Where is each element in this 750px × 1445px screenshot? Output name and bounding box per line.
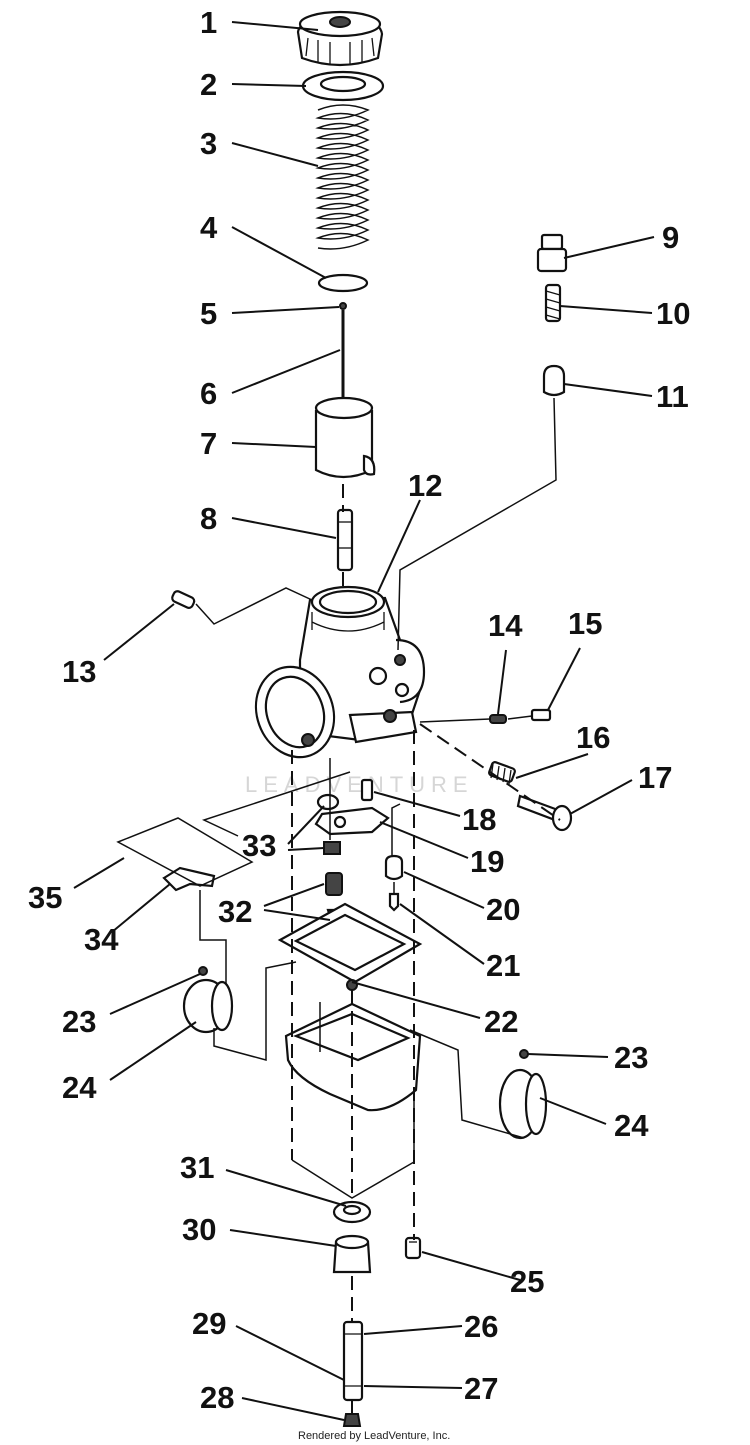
part-jet-plate [314,806,390,836]
part-gasket-sheet [116,817,254,887]
part-pin [171,590,196,609]
credit-text: Rendered by LeadVenture, Inc. [298,1430,450,1442]
callout-20: 20 [486,892,520,927]
part-jet-cap [342,1413,362,1427]
part-cap-left [182,978,234,1034]
part-pilot-jet [384,854,404,881]
part-plate [317,273,369,293]
part-small-spring [544,283,562,323]
part-clip [339,302,347,310]
callout-30: 30 [182,1212,216,1247]
callout-5: 5 [200,296,217,331]
callout-3: 3 [200,126,217,161]
callout-8: 8 [200,501,217,536]
part-pilot-screw [489,714,507,724]
leader-lines [73,21,655,1421]
callout-9: 9 [662,220,679,255]
callout-19: 19 [470,844,504,879]
callout-labels: 1 2 3 4 5 6 7 8 9 10 11 12 13 14 15 16 1… [28,5,690,1415]
callout-27: 27 [464,1371,498,1406]
part-jet-tip [388,892,400,912]
callout-35: 35 [28,880,62,915]
part-carburetor-body [254,585,426,759]
part-cap-right [498,1068,548,1140]
part-bowl-screw [404,1236,422,1260]
callout-1: 1 [200,5,217,40]
callout-13: 13 [62,654,96,689]
part-main-jet [342,1320,364,1402]
part-drain-plug [332,1234,372,1274]
part-o-ring [316,793,341,855]
callout-34: 34 [84,922,119,957]
callout-33: 33 [242,828,276,863]
callout-17: 17 [638,760,672,795]
part-cap [296,10,384,67]
callout-29: 29 [192,1306,226,1341]
callout-28: 28 [200,1380,234,1415]
callout-18: 18 [462,802,496,837]
callout-12: 12 [408,468,442,503]
part-washer [301,70,385,102]
watermark: LEADVENTURE [245,772,474,797]
part-drain-washer [332,1200,372,1224]
callout-24-right: 24 [614,1108,649,1143]
callout-16: 16 [576,720,610,755]
callout-22: 22 [484,1004,518,1039]
callout-4: 4 [200,210,218,245]
callout-7: 7 [200,426,217,461]
callout-11: 11 [656,379,689,414]
assembly-lines [195,397,561,1414]
part-throttle-valve [314,396,376,479]
callout-21: 21 [486,948,520,983]
part-air-screw [530,708,552,722]
callout-26: 26 [464,1309,498,1344]
part-plunger [542,364,566,397]
callout-14: 14 [488,608,523,643]
part-bowl-gasket [277,902,423,991]
callout-15: 15 [568,606,602,641]
part-plug-screw-left [198,966,208,976]
callout-23-left: 23 [62,1004,96,1039]
part-plug-screw-right [519,1049,529,1059]
callout-31: 31 [180,1150,214,1185]
callout-32: 32 [218,894,252,929]
callout-23-right: 23 [614,1040,648,1075]
callout-2: 2 [200,67,217,102]
part-spring [315,104,370,250]
callout-6: 6 [200,376,217,411]
callout-24-left: 24 [62,1070,97,1105]
part-needle-jet [360,778,374,802]
callout-25: 25 [510,1264,544,1299]
part-fitting [536,233,568,273]
part-idle-screw [516,794,573,832]
part-jet-holder [336,508,354,572]
callout-10: 10 [656,296,690,331]
